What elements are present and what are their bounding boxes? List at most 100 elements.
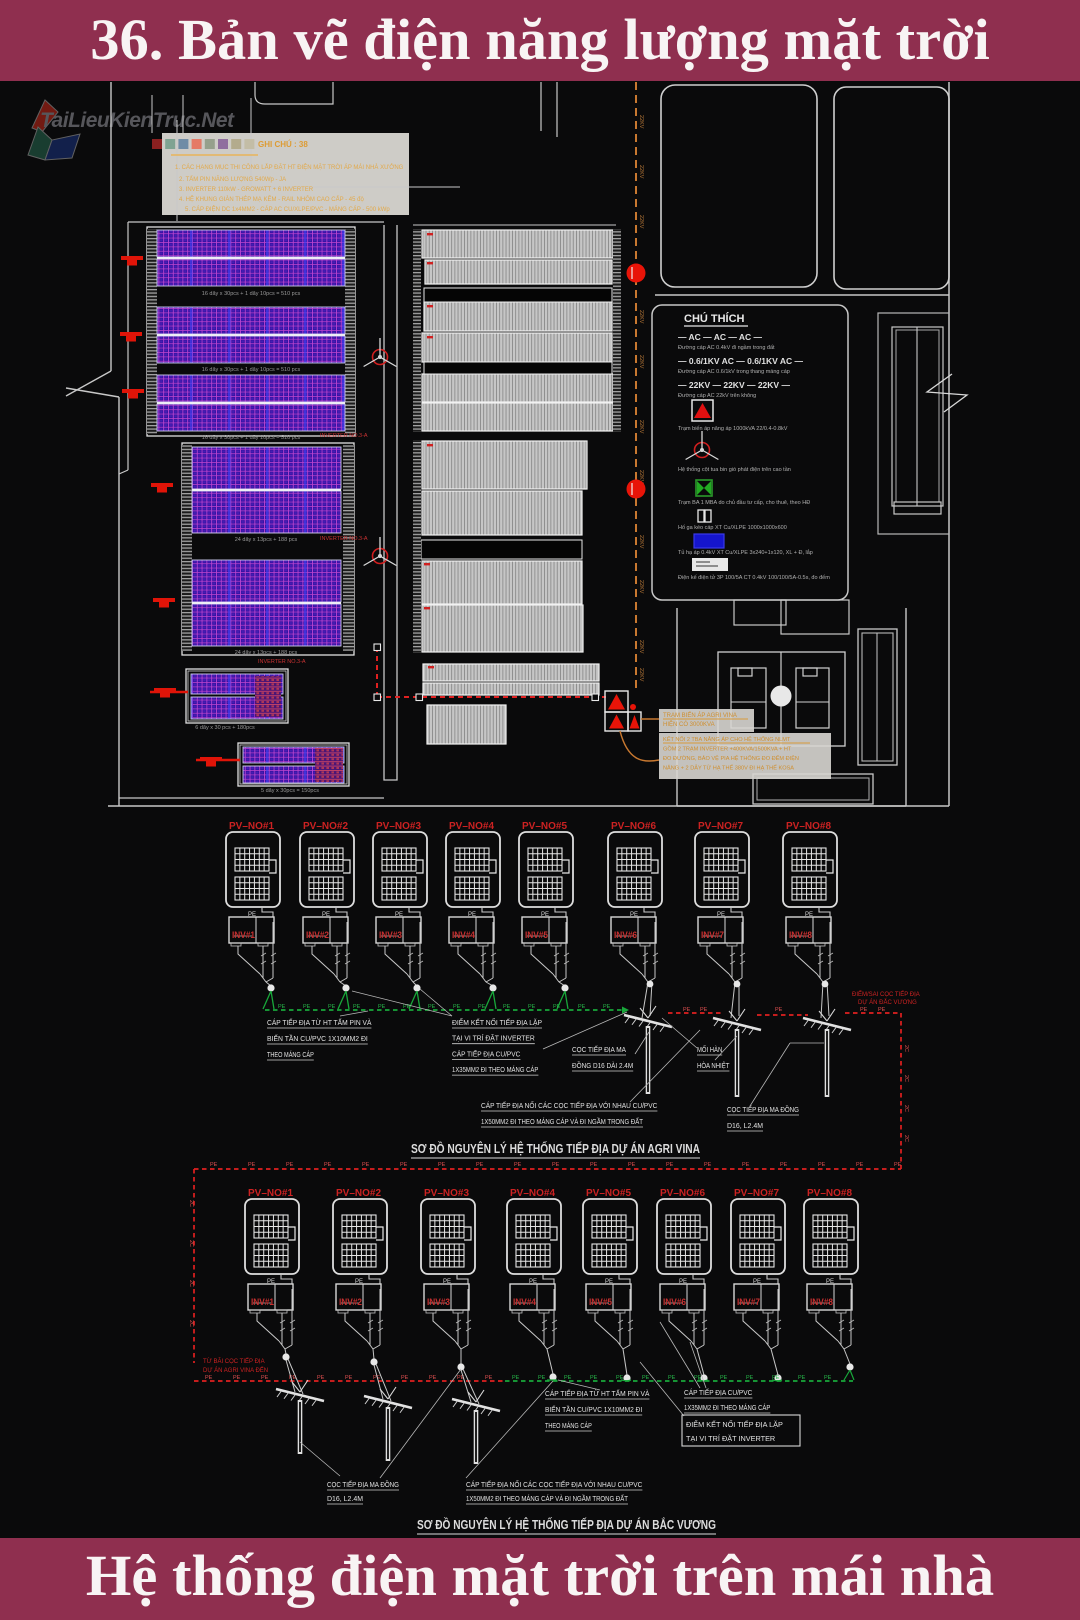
svg-text:PE: PE [772, 1375, 780, 1381]
svg-text:GỒM 2 TRẠM INVERTER +400KVA/15: GỒM 2 TRẠM INVERTER +400KVA/1500KVA + HT [663, 746, 792, 753]
svg-text:2C: 2C [188, 1240, 194, 1247]
svg-text:DỰ ÁN ĐẮC VƯƠNG: DỰ ÁN ĐẮC VƯƠNG [858, 998, 917, 1006]
svg-text:PE: PE [824, 1375, 832, 1381]
svg-text:— 0.6/1KV AC — 0.6/1KV AC —: — 0.6/1KV AC — 0.6/1KV AC — [678, 356, 804, 366]
svg-text:5 dãy x 30pcs = 150pcs: 5 dãy x 30pcs = 150pcs [261, 788, 319, 794]
svg-text:PE: PE [403, 1004, 411, 1010]
svg-text:HIỆN CÓ 3000KVA: HIỆN CÓ 3000KVA [663, 720, 715, 728]
svg-text:Tủ hạ áp 0.4kV XT Cu/XLPE 3x24: Tủ hạ áp 0.4kV XT Cu/XLPE 3x240+1x120, X… [678, 549, 813, 556]
svg-text:PE: PE [818, 1162, 826, 1168]
svg-text:2C: 2C [188, 1200, 194, 1207]
svg-text:PE: PE [704, 1162, 712, 1168]
svg-text:PE: PE [362, 1162, 370, 1168]
svg-text:PE: PE [683, 1007, 691, 1013]
svg-text:1. CÁC HẠNG MỤC THI CÔNG LẮP Đ: 1. CÁC HẠNG MỤC THI CÔNG LẮP ĐẶT HT ĐIỆN… [175, 163, 404, 171]
svg-text:2C: 2C [903, 1135, 909, 1142]
svg-text:TaiLieuKienTruc.Net: TaiLieuKienTruc.Net [40, 109, 235, 132]
svg-text:INV#8: INV#8 [810, 1297, 833, 1307]
svg-text:22KV: 22KV [638, 580, 644, 594]
svg-text:PE: PE [780, 1162, 788, 1168]
svg-text:PE: PE [453, 1004, 461, 1010]
svg-text:1X50MM2 ĐI THEO MÁNG CÁP VÀ ĐI: 1X50MM2 ĐI THEO MÁNG CÁP VÀ ĐI NGẦM TRON… [466, 1493, 628, 1503]
svg-text:PE: PE [278, 1004, 286, 1010]
svg-text:PE: PE [378, 1004, 386, 1010]
svg-text:PE: PE [353, 1004, 361, 1010]
svg-text:PE: PE [503, 1004, 511, 1010]
svg-text:PV–NO#2: PV–NO#2 [303, 821, 348, 832]
svg-text:PV–NO#5: PV–NO#5 [586, 1188, 631, 1199]
svg-text:22KV: 22KV [638, 115, 644, 129]
svg-text:PE: PE [429, 1375, 437, 1381]
svg-text:ĐIỂM KẾT NỐI TIẾP ĐỊA LẶP: ĐIỂM KẾT NỐI TIẾP ĐỊA LẶP [452, 1017, 542, 1027]
svg-text:36. Bản vẽ điện năng lượng mặt: 36. Bản vẽ điện năng lượng mặt trời [90, 7, 989, 72]
svg-text:PV–NO#1: PV–NO#1 [248, 1188, 293, 1199]
svg-text:— 22KV — 22KV — 22KV —: — 22KV — 22KV — 22KV — [678, 380, 790, 390]
svg-text:INV#4: INV#4 [452, 930, 475, 940]
svg-text:PV–NO#6: PV–NO#6 [611, 821, 656, 832]
svg-text:INV#4: INV#4 [513, 1297, 536, 1307]
svg-text:PE: PE [512, 1375, 520, 1381]
svg-text:TỪ BÃI CỌC TIẾP ĐỊA: TỪ BÃI CỌC TIẾP ĐỊA [203, 1358, 265, 1365]
svg-text:Trạm biến áp nâng áp 1000kVA 2: Trạm biến áp nâng áp 1000kVA 22/0.4-0.8k… [678, 426, 788, 432]
svg-text:INVERTER NO.3-A: INVERTER NO.3-A [258, 659, 306, 665]
svg-text:16 dãy x 30pcs + 1 dãy 10pcs =: 16 dãy x 30pcs + 1 dãy 10pcs = 510 pcs [202, 291, 301, 297]
svg-text:PV–NO#6: PV–NO#6 [660, 1188, 705, 1199]
svg-text:PE: PE [345, 1375, 353, 1381]
svg-text:TẠI VI TRÍ ĐẶT INVERTER: TẠI VI TRÍ ĐẶT INVERTER [686, 1434, 775, 1443]
svg-text:22KV: 22KV [638, 470, 644, 484]
svg-text:1X35MM2 ĐI THEO MÁNG CÁP: 1X35MM2 ĐI THEO MÁNG CÁP [452, 1065, 539, 1074]
svg-text:NĂNG + 2 DÂY TỪ HẠ THẾ 380V Đ: NĂNG + 2 DÂY TỪ HẠ THẾ 380V ĐI HẠ THẾ KO… [663, 765, 794, 772]
svg-text:PE: PE [485, 1375, 493, 1381]
svg-text:Đường cáp AC 0.6/1kV trong tha: Đường cáp AC 0.6/1kV trong thang máng cá… [678, 369, 790, 375]
svg-text:PE: PE [286, 1162, 294, 1168]
svg-text:INV#6: INV#6 [663, 1297, 686, 1307]
svg-text:CÁP TIẾP ĐỊA CU/PVC: CÁP TIẾP ĐỊA CU/PVC [684, 1387, 752, 1397]
svg-text:PE: PE [616, 1375, 624, 1381]
svg-text:2. TẤM PIN NĂNG LƯỢNG 540Wp -: 2. TẤM PIN NĂNG LƯỢNG 540Wp - JA [179, 176, 286, 183]
svg-text:PV–NO#7: PV–NO#7 [698, 821, 743, 832]
svg-text:Hệ thống điện mặt trời trên má: Hệ thống điện mặt trời trên mái nhà [86, 1543, 994, 1608]
svg-text:PV–NO#8: PV–NO#8 [807, 1188, 852, 1199]
svg-text:PV–NO#7: PV–NO#7 [734, 1188, 779, 1199]
svg-text:22KV: 22KV [638, 355, 644, 369]
svg-text:22KV: 22KV [638, 668, 644, 682]
svg-text:2C: 2C [188, 1320, 194, 1327]
svg-text:24 dãy x 13pcs + 188 pcs: 24 dãy x 13pcs + 188 pcs [235, 650, 298, 656]
svg-text:SƠ ĐỒ NGUYÊN LÝ HỆ THỐNG TIẾP: SƠ ĐỒ NGUYÊN LÝ HỆ THỐNG TIẾP ĐỊA DỰ ÁN … [417, 1517, 716, 1532]
svg-text:PE: PE [798, 1375, 806, 1381]
svg-text:INV#3: INV#3 [427, 1297, 450, 1307]
svg-text:ĐO ĐƯỜNG, BẢO VỆ PIA HỆ THỐNG: ĐO ĐƯỜNG, BẢO VỆ PIA HỆ THỐNG ĐO ĐẾM ĐIỆ… [663, 754, 799, 762]
svg-text:PE: PE [303, 1004, 311, 1010]
svg-text:PE: PE [628, 1162, 636, 1168]
svg-text:PE: PE [775, 1007, 783, 1013]
svg-text:PE: PE [428, 1004, 436, 1010]
svg-text:PE: PE [328, 1004, 336, 1010]
svg-text:BIẾN TẦN CU/PVC 1X10MM2 ĐI: BIẾN TẦN CU/PVC 1X10MM2 ĐI [267, 1033, 368, 1043]
svg-text:TRẠM BIẾN ÁP AGRI VINA: TRẠM BIẾN ÁP AGRI VINA [663, 712, 737, 719]
svg-text:PE: PE [528, 1004, 536, 1010]
svg-text:4. HỆ KHUNG GIÀN THÉP MẠ KẼM -: 4. HỆ KHUNG GIÀN THÉP MẠ KẼM - RAIL NHÔM… [179, 195, 364, 203]
svg-text:CÁP TIẾP ĐỊA NỐI CÁC CỌC TIẾP: CÁP TIẾP ĐỊA NỐI CÁC CỌC TIẾP ĐỊA VỚI NH… [466, 1479, 642, 1489]
svg-text:2C: 2C [903, 1105, 909, 1112]
svg-text:22KV: 22KV [638, 215, 644, 229]
svg-text:PE: PE [476, 1162, 484, 1168]
svg-text:PV–NO#3: PV–NO#3 [424, 1188, 469, 1199]
svg-text:— AC — AC — AC —: — AC — AC — AC — [678, 332, 763, 342]
svg-text:6 dãy x 30 pcs + 180pcs: 6 dãy x 30 pcs + 180pcs [195, 725, 255, 731]
svg-text:INVERTER NO.3-A: INVERTER NO.3-A [320, 536, 368, 542]
svg-text:ĐỒNG D16 DÀI 2.4M: ĐỒNG D16 DÀI 2.4M [572, 1060, 633, 1070]
svg-text:2C: 2C [188, 1280, 194, 1287]
svg-text:ĐIỂM KẾT NỐI TIẾP ĐỊA LẶP: ĐIỂM KẾT NỐI TIẾP ĐỊA LẶP [686, 1419, 783, 1429]
svg-text:2C: 2C [903, 1075, 909, 1082]
svg-text:INV#1: INV#1 [232, 930, 255, 940]
svg-text:HÒA NHIỆT: HÒA NHIỆT [697, 1061, 730, 1070]
svg-text:PE: PE [894, 1162, 902, 1168]
svg-text:PE: PE [457, 1375, 465, 1381]
svg-text:INV#1: INV#1 [251, 1297, 274, 1307]
svg-text:PE: PE [878, 1007, 886, 1013]
svg-text:THEO MÁNG CÁP: THEO MÁNG CÁP [545, 1421, 592, 1430]
svg-text:PE: PE [553, 1004, 561, 1010]
svg-text:PE: PE [856, 1162, 864, 1168]
svg-text:PE: PE [642, 1375, 650, 1381]
svg-text:22KV: 22KV [638, 420, 644, 434]
